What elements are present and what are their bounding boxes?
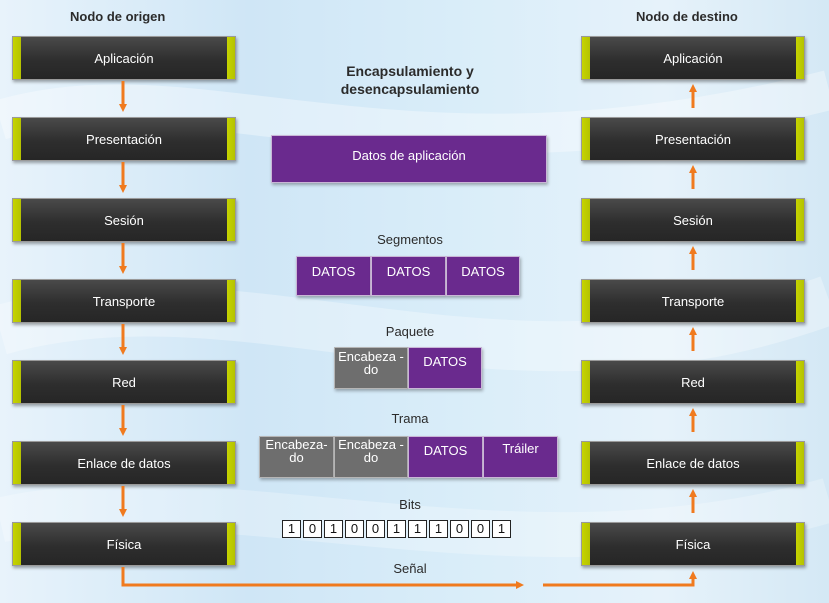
bit-6: 1 — [387, 520, 406, 538]
dest-layer-application: Aplicación — [581, 36, 805, 80]
segment-data-1: DATOS — [296, 256, 371, 296]
center-title: Encapsulamiento y desencapsulamiento — [340, 63, 480, 97]
packet-label: Paquete — [385, 324, 435, 339]
bit-1: 1 — [282, 520, 301, 538]
bit-2: 0 — [303, 520, 322, 538]
dest-layer-presentation: Presentación — [581, 117, 805, 161]
source-layer-network: Red — [12, 360, 236, 404]
dest-layer-session: Sesión — [581, 198, 805, 242]
packet-header: Encabeza - do — [334, 347, 408, 389]
bit-stream: 1 0 1 0 0 1 1 1 0 0 1 — [282, 520, 513, 538]
application-data-block: Datos de aplicación — [271, 135, 547, 183]
source-layer-application: Aplicación — [12, 36, 236, 80]
packet-data: DATOS — [408, 347, 482, 389]
dest-layer-network: Red — [581, 360, 805, 404]
bit-11: 1 — [492, 520, 511, 538]
bit-10: 0 — [471, 520, 490, 538]
frame-header-1: Encabeza- do — [259, 436, 334, 478]
bit-3: 1 — [324, 520, 343, 538]
dest-layer-data-link: Enlace de datos — [581, 441, 805, 485]
source-layer-transport: Transporte — [12, 279, 236, 323]
frame-header-2: Encabeza - do — [334, 436, 408, 478]
bits-label: Bits — [399, 497, 421, 512]
source-layer-physical: Física — [12, 522, 236, 566]
bit-4: 0 — [345, 520, 364, 538]
segment-data-2: DATOS — [371, 256, 446, 296]
source-layer-data-link: Enlace de datos — [12, 441, 236, 485]
frame-data: DATOS — [408, 436, 483, 478]
bit-7: 1 — [408, 520, 427, 538]
dest-layer-transport: Transporte — [581, 279, 805, 323]
source-node-title: Nodo de origen — [70, 9, 166, 24]
signal-label: Señal — [393, 561, 427, 576]
segments-label: Segmentos — [377, 232, 443, 247]
frame-trailer: Tráiler — [483, 436, 558, 478]
dest-node-title: Nodo de destino — [636, 9, 738, 24]
dest-layer-physical: Física — [581, 522, 805, 566]
source-layer-presentation: Presentación — [12, 117, 236, 161]
bit-9: 0 — [450, 520, 469, 538]
bit-5: 0 — [366, 520, 385, 538]
source-layer-session: Sesión — [12, 198, 236, 242]
frame-label: Trama — [391, 411, 429, 426]
bit-8: 1 — [429, 520, 448, 538]
segment-data-3: DATOS — [446, 256, 520, 296]
